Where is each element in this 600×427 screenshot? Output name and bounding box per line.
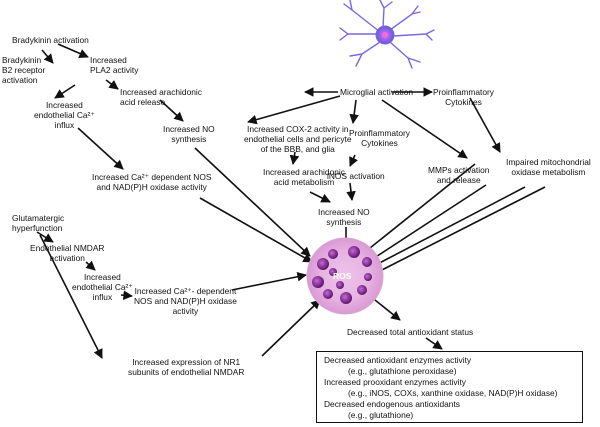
arrow	[469, 97, 501, 153]
arrow	[120, 290, 133, 300]
neuron-illustration	[339, 0, 435, 69]
arrow	[349, 154, 358, 167]
arrow	[309, 191, 331, 203]
arrow	[425, 337, 443, 350]
node-no-synthesis-left: Increased NO synthesis	[163, 124, 215, 144]
box-line: (e.g., glutathione)	[348, 410, 414, 420]
arrow	[349, 99, 359, 124]
arrow	[105, 79, 119, 90]
arrow	[261, 299, 321, 357]
node-nr1-expression: Increased expression of NR1 subunits of …	[128, 357, 245, 377]
arrow	[39, 234, 103, 359]
arrow	[247, 95, 341, 125]
arrow	[85, 260, 96, 271]
node-bradykinin-b2-receptor: Bradykinin B2 receptor activation	[2, 55, 46, 85]
node-cox2-activity: Increased COX-2 activity in endothelial …	[244, 124, 352, 154]
node-total-antioxidant: Decreased total antioxidant status	[347, 327, 474, 337]
arrow	[57, 43, 89, 58]
node-arachidonic-release: Increased arachidonic acid release	[120, 87, 202, 107]
arrow	[231, 272, 307, 291]
node-proinflammatory-mid: Proinflammatory Cytokines	[349, 128, 410, 148]
box-line: (e.g., glutathione peroxidase)	[348, 366, 457, 376]
arrow	[381, 99, 468, 159]
node-ca-nos-bottom: Increased Ca²⁺- dependent NOS and NAD(P)…	[134, 286, 237, 316]
node-bradykinin-activation: Bradykinin activation	[12, 35, 89, 45]
node-no-synthesis-center: Increased NO synthesis	[318, 207, 370, 227]
node-microglial-activation: Microglial activation	[340, 87, 414, 97]
arrow	[367, 186, 526, 270]
arrow	[15, 45, 52, 46]
node-arachidonic-metabolism: Increased arachidonic acid metabolism	[263, 167, 345, 187]
arrows	[15, 43, 546, 359]
node-proinflammatory-top: Proinflammatory Cytokines	[433, 87, 494, 107]
arrow	[36, 231, 54, 243]
arrow	[194, 147, 311, 257]
box-line: Increased prooxidant enzymes activity	[324, 377, 466, 387]
node-mmps-activation: MMPs activation and release	[428, 165, 490, 185]
ros-label: ROS	[333, 271, 352, 281]
arrow	[346, 182, 356, 201]
arrow	[199, 197, 313, 263]
arrow	[54, 84, 76, 99]
ros-granules	[312, 246, 372, 304]
arrow	[77, 127, 124, 170]
box-line: Decreased endogenous antioxidants	[324, 399, 460, 409]
node-inos-activation: iNOS activation	[327, 171, 385, 181]
arrow	[289, 151, 300, 165]
arrow	[159, 99, 184, 122]
arrow	[359, 163, 476, 257]
node-endothelial-nmdar: Endothelial NMDAR activation	[30, 243, 105, 263]
box-line: (e.g., iNOS, COXs, xanthine oxidase, NAD…	[348, 388, 558, 398]
box-line: Decreased antioxidant enzymes activity	[324, 355, 472, 365]
node-endothelial-ca-influx-bottom: Increased endothelial Ca²⁺ influx	[72, 272, 133, 302]
arrow	[371, 186, 546, 276]
node-mito-oxidase: Impaired mitochondrial oxidase metabolis…	[506, 157, 591, 177]
node-endothelial-ca-influx-top: Increased endothelial Ca²⁺ influx	[34, 100, 95, 130]
ros-cell	[306, 237, 384, 315]
node-ca-nos-top: Increased Ca²⁺ dependent NOS and NAD(P)H…	[92, 172, 212, 192]
node-increased-pla2: Increased PLA2 activity	[90, 55, 139, 75]
node-glutamatergic-hyperfunction: Glutamatergic hyperfunction	[12, 213, 65, 233]
arrow	[41, 49, 54, 64]
antioxidant-summary-box: Decreased antioxidant enzymes activity (…	[316, 351, 583, 423]
arrow	[364, 184, 487, 265]
